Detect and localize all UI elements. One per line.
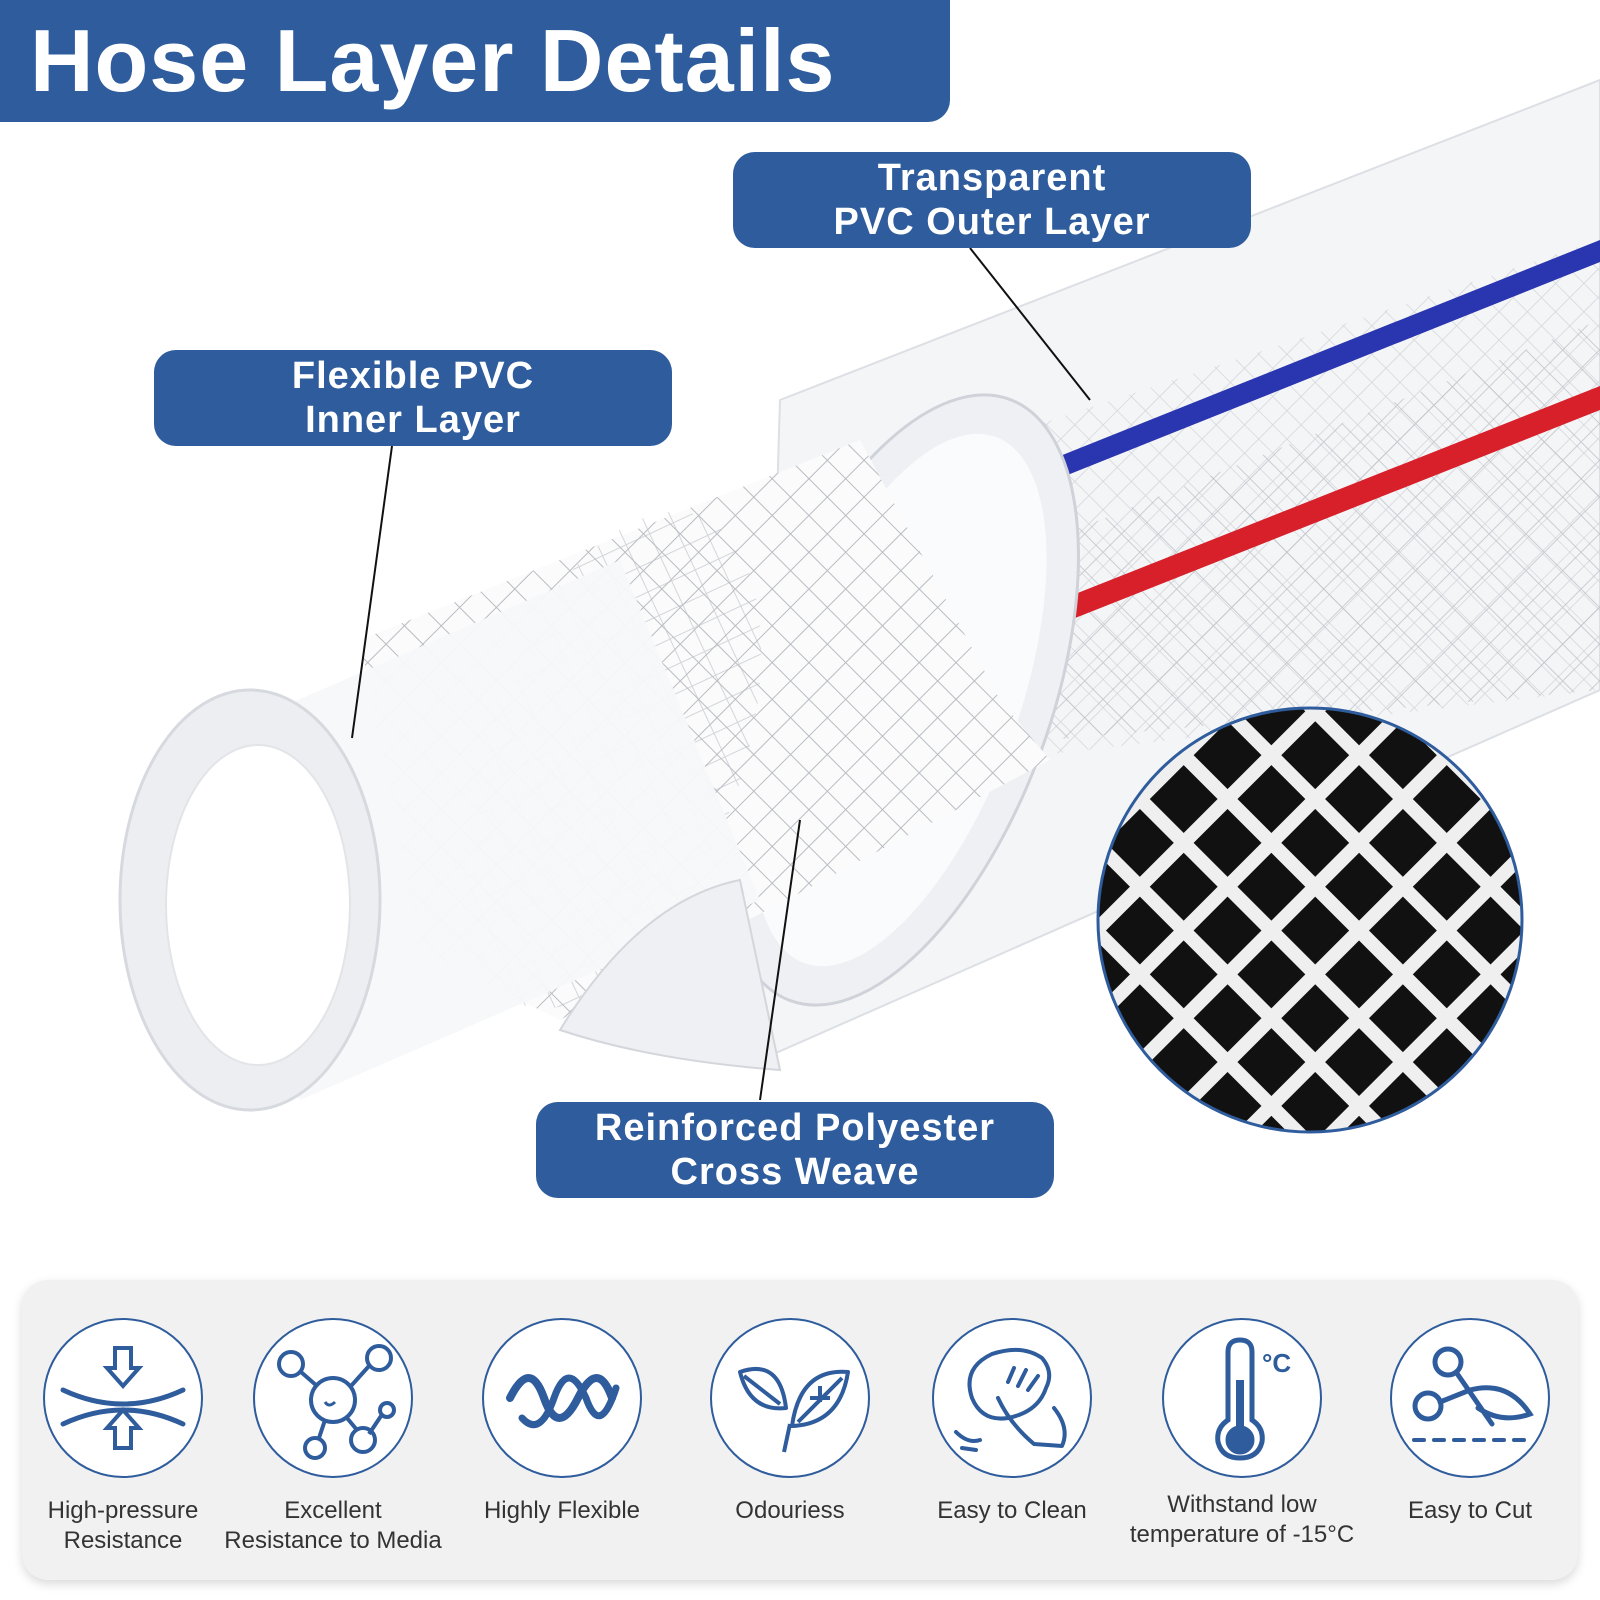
feature-label-line1: Excellent xyxy=(284,1497,382,1524)
feature-label: High-pressure Resistance xyxy=(0,1496,248,1556)
title-banner: Hose Layer Details xyxy=(0,0,950,122)
feature-label-line1: High-pressure xyxy=(47,1497,199,1524)
celsius-unit: °C xyxy=(1262,1348,1291,1378)
blue-stripe xyxy=(1000,240,1600,502)
feature-circle xyxy=(932,1318,1092,1478)
callout-inner-line1: Flexible PVC xyxy=(291,355,535,397)
feature-high-pressure: High-pressure Resistance xyxy=(0,1318,248,1556)
feature-easy-cut: Easy to Cut xyxy=(1345,1318,1595,1526)
feature-label-line2: Resistance to Media xyxy=(224,1527,442,1554)
callout-outer-layer: Transparent PVC Outer Layer xyxy=(733,152,1251,248)
callout-weave-line1: Reinforced Polyester xyxy=(594,1107,996,1149)
feature-circle xyxy=(710,1318,870,1478)
wipe-hand-icon xyxy=(954,1347,1067,1452)
callout-weave-line2: Cross Weave xyxy=(670,1151,920,1193)
molecule-icon xyxy=(277,1344,396,1460)
feature-circle xyxy=(1390,1318,1550,1478)
feature-label-line2: Resistance xyxy=(63,1527,183,1554)
weave-zoom-circle xyxy=(1096,706,1524,1134)
callout-outer-line1: Transparent xyxy=(877,157,1107,199)
feature-odourless: Odouriess xyxy=(665,1318,915,1526)
lower-ring-edge xyxy=(558,878,782,1072)
callout-inner-layer: Flexible PVC Inner Layer xyxy=(154,350,672,446)
feature-label-line1: Easy to Clean xyxy=(937,1497,1087,1524)
feature-label-line2: temperature of -15°C xyxy=(1129,1521,1355,1548)
feature-label: Highly Flexible xyxy=(437,1496,687,1526)
pressure-icon xyxy=(60,1346,186,1450)
callout-inner-line2: Inner Layer xyxy=(305,399,521,441)
leader-line-inner xyxy=(351,445,393,739)
red-stripe xyxy=(1060,386,1600,624)
thermometer-icon: °C xyxy=(1215,1337,1291,1461)
callout-cross-weave: Reinforced Polyester Cross Weave xyxy=(536,1102,1054,1198)
feature-label: Excellent Resistance to Media xyxy=(208,1496,458,1556)
feature-label-line1: Highly Flexible xyxy=(483,1497,641,1524)
feature-low-temperature: °C Withstand low temperature of -15°C xyxy=(1117,1318,1367,1550)
feature-circle xyxy=(43,1318,203,1478)
feature-easy-clean: Easy to Clean xyxy=(887,1318,1137,1526)
wave-icon xyxy=(506,1374,620,1429)
feature-media-resistance: Excellent Resistance to Media xyxy=(208,1318,458,1556)
page-title: Hose Layer Details xyxy=(30,11,836,110)
feature-label-line1: Easy to Cut xyxy=(1407,1497,1533,1524)
feature-label: Odouriess xyxy=(665,1496,915,1526)
leader-line-outer xyxy=(969,247,1091,401)
feature-circle: °C xyxy=(1162,1318,1322,1478)
feature-label: Withstand low temperature of -15°C xyxy=(1117,1490,1367,1550)
feature-flexible: Highly Flexible xyxy=(437,1318,687,1526)
feature-label: Easy to Clean xyxy=(887,1496,1137,1526)
feature-circle xyxy=(253,1318,413,1478)
feature-label-line1: Withstand low xyxy=(1167,1491,1317,1518)
leaf-icon xyxy=(738,1366,850,1453)
scissors-icon xyxy=(1412,1346,1534,1442)
callout-outer-line2: PVC Outer Layer xyxy=(833,201,1151,243)
feature-label: Easy to Cut xyxy=(1345,1496,1595,1526)
feature-label-line1: Odouriess xyxy=(735,1497,845,1524)
feature-circle xyxy=(482,1318,642,1478)
leader-line-weave xyxy=(759,819,801,1101)
